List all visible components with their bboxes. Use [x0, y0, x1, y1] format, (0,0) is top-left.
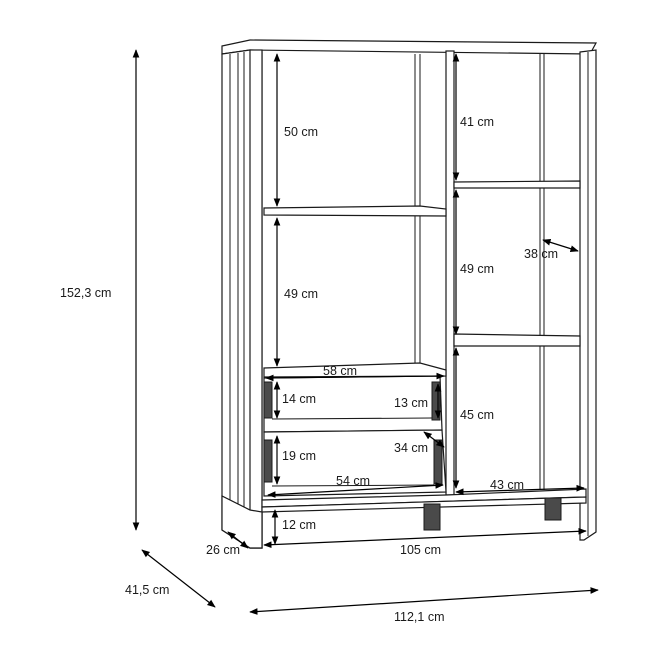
width-total-label: 112,1 cm [394, 610, 445, 624]
right-inner-w-arrow [455, 484, 585, 496]
outer-dimensions: 152,3 cm 41,5 cm 112,1 cm 105 cm 26 cm 1… [60, 49, 599, 624]
depth-inner-label: 26 cm [206, 543, 240, 557]
left-shelf [263, 205, 447, 217]
drawer-inner-w-label: 54 cm [336, 474, 370, 488]
right-shelf-depth-label: 38 cm [524, 247, 558, 261]
left-shelf-top-label: 50 cm [284, 125, 318, 139]
drawer-top-h-label: 14 cm [282, 392, 316, 406]
left-shelf-mid-label: 49 cm [284, 287, 318, 301]
leg [544, 497, 562, 521]
drawer-bottom-h-label: 19 cm [282, 449, 316, 463]
right-shelf-lower [453, 333, 581, 347]
right-inner-w-label: 43 cm [490, 478, 524, 492]
height-total-label: 152,3 cm [60, 286, 111, 300]
right-shelf-mid-label: 49 cm [460, 262, 494, 276]
depth-inner-arrow [227, 531, 249, 549]
top-board [221, 39, 598, 55]
front-left-stile [249, 49, 263, 549]
drawer-inner-w-arrow [267, 482, 444, 498]
cabinet-body [221, 39, 598, 549]
right-shelf-top-label: 41 cm [460, 115, 494, 129]
width-inner-label: 105 cm [400, 543, 441, 557]
drawer-width-arrow [265, 372, 445, 382]
width-total-arrow [249, 587, 599, 615]
right-shelf-bottom-label: 45 cm [460, 408, 494, 422]
right-compartment-dimensions: 41 cm 49 cm 38 cm 45 cm 43 cm [452, 53, 585, 496]
drawer-depth-label: 34 cm [394, 441, 428, 455]
depth-total-label: 41,5 cm [125, 583, 169, 597]
plinth-label: 12 cm [282, 518, 316, 532]
right-shelf-upper [453, 180, 581, 189]
left-compartment-dimensions: 50 cm 49 cm 58 cm 14 cm 13 cm 34 cm 19 c… [265, 53, 445, 498]
drawer-depth-arrow [423, 431, 445, 448]
depth-arrow [141, 549, 216, 608]
right-shelf-depth-arrow [542, 239, 579, 252]
drawer-top-inner-h-label: 13 cm [394, 396, 428, 410]
width-inner-arrow [263, 527, 587, 549]
drawer-width-label: 58 cm [323, 364, 357, 378]
leg [423, 503, 441, 531]
central-divider [445, 50, 455, 496]
